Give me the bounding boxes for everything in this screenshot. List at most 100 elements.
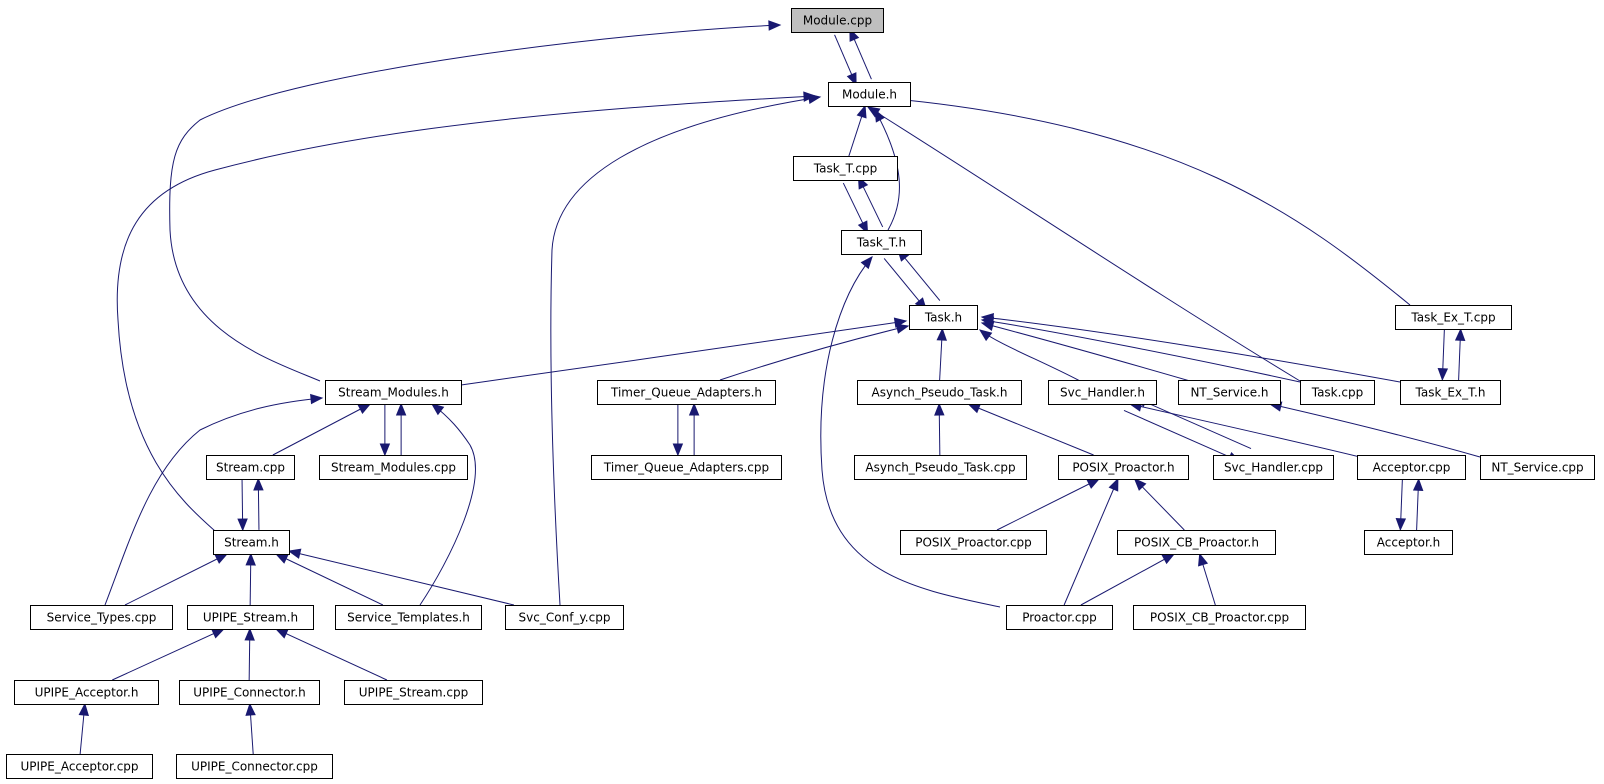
node-box[interactable] [1300, 380, 1375, 405]
edge-proactor-cpp-to-posix-cb-proactor-h-arrowhead [1161, 553, 1176, 565]
node-label: Asynch_Pseudo_Task.h [872, 386, 1008, 400]
node-module-cpp[interactable]: Module.cpp [791, 8, 884, 33]
node-box[interactable] [854, 455, 1027, 480]
edge-upipe-stream-cpp-to-upipe-stream-h-arrowhead [274, 628, 289, 639]
node-box[interactable] [1400, 380, 1501, 405]
node-timer-queue-adapters-h[interactable]: Timer_Queue_Adapters.h [597, 380, 776, 405]
node-label: NT_Service.h [1190, 386, 1268, 400]
node-label: Module.cpp [803, 14, 872, 28]
node-label: Svc_Conf_y.cpp [519, 611, 611, 625]
node-upipe-stream-cpp[interactable]: UPIPE_Stream.cpp [344, 680, 483, 705]
node-box[interactable] [319, 455, 468, 480]
node-box[interactable] [591, 455, 782, 480]
node-box[interactable] [793, 156, 898, 181]
node-task-h[interactable]: Task.h [909, 305, 978, 330]
node-box[interactable] [505, 605, 624, 630]
node-box[interactable] [791, 8, 884, 33]
node-box[interactable] [176, 754, 333, 779]
node-label: Task_Ex_T.cpp [1410, 311, 1495, 325]
edge-timer-queue-adapters-h-to-task-h [719, 325, 909, 381]
edge-upipe-acceptor-h-to-upipe-stream-h-arrowhead [211, 628, 225, 639]
edge-svc-conf-y-cpp-to-stream-h [288, 550, 515, 606]
node-posix-cb-proactor-h[interactable]: POSIX_CB_Proactor.h [1117, 530, 1276, 555]
node-task-ex-t-cpp[interactable]: Task_Ex_T.cpp [1395, 305, 1512, 330]
node-box[interactable] [206, 455, 295, 480]
node-svc-handler-cpp[interactable]: Svc_Handler.cpp [1213, 455, 1334, 480]
node-box[interactable] [1117, 530, 1276, 555]
node-posix-proactor-h[interactable]: POSIX_Proactor.h [1058, 455, 1189, 480]
node-box[interactable] [6, 754, 153, 779]
node-task-cpp[interactable]: Task.cpp [1300, 380, 1375, 405]
node-box[interactable] [30, 605, 173, 630]
node-box[interactable] [828, 82, 911, 107]
node-task-t-h[interactable]: Task_T.h [841, 230, 922, 255]
node-box[interactable] [1395, 305, 1512, 330]
node-upipe-acceptor-cpp[interactable]: UPIPE_Acceptor.cpp [6, 754, 153, 779]
node-upipe-stream-h[interactable]: UPIPE_Stream.h [187, 605, 314, 630]
node-box[interactable] [213, 530, 290, 555]
edge-task-ex-t-cpp-to-task-ex-t-h-arrowhead [1437, 368, 1449, 382]
edge-stream-modules-cpp-to-stream-modules-h-arrowhead [395, 402, 407, 416]
node-service-types-cpp[interactable]: Service_Types.cpp [30, 605, 173, 630]
node-svc-conf-y-cpp[interactable]: Svc_Conf_y.cpp [505, 605, 624, 630]
node-box[interactable] [1048, 380, 1157, 405]
node-proactor-cpp[interactable]: Proactor.cpp [1006, 605, 1113, 630]
edge-acceptor-cpp-to-svc-handler-h [1129, 403, 1361, 458]
node-box[interactable] [344, 680, 483, 705]
node-box[interactable] [179, 680, 320, 705]
node-stream-modules-h[interactable]: Stream_Modules.h [325, 380, 462, 405]
node-upipe-acceptor-h[interactable]: UPIPE_Acceptor.h [14, 680, 159, 705]
edge-acceptor-h-to-acceptor-cpp-arrowhead [1412, 477, 1424, 491]
edge-acceptor-cpp-to-acceptor-h-arrowhead [1395, 518, 1407, 532]
node-box[interactable] [1357, 455, 1466, 480]
node-box[interactable] [325, 380, 462, 405]
node-label: UPIPE_Stream.h [203, 611, 298, 625]
node-box[interactable] [1133, 605, 1306, 630]
node-task-t-cpp[interactable]: Task_T.cpp [793, 156, 898, 181]
node-upipe-connector-cpp[interactable]: UPIPE_Connector.cpp [176, 754, 333, 779]
node-label: POSIX_CB_Proactor.h [1134, 536, 1259, 550]
node-stream-cpp[interactable]: Stream.cpp [206, 455, 295, 480]
node-upipe-connector-h[interactable]: UPIPE_Connector.h [179, 680, 320, 705]
edge-stream-modules-h-to-stream-modules-cpp-arrowhead [379, 443, 391, 457]
node-label: Service_Templates.h [347, 611, 470, 625]
node-box[interactable] [1213, 455, 1334, 480]
node-asynch-pseudo-task-h[interactable]: Asynch_Pseudo_Task.h [857, 380, 1022, 405]
node-service-templates-h[interactable]: Service_Templates.h [335, 605, 482, 630]
node-box[interactable] [1480, 455, 1595, 480]
node-stream-h[interactable]: Stream.h [213, 530, 290, 555]
node-box[interactable] [900, 530, 1047, 555]
node-task-ex-t-h[interactable]: Task_Ex_T.h [1400, 380, 1501, 405]
node-box[interactable] [187, 605, 314, 630]
edge-service-types-cpp-to-stream-h [124, 553, 228, 606]
node-asynch-pseudo-task-cpp[interactable]: Asynch_Pseudo_Task.cpp [854, 455, 1027, 480]
node-box[interactable] [1006, 605, 1113, 630]
node-stream-modules-cpp[interactable]: Stream_Modules.cpp [319, 455, 468, 480]
edge-stream-modules-h-to-module-cpp [169, 24, 781, 382]
edge-upipe-acceptor-cpp-to-upipe-acceptor-h-arrowhead [78, 702, 90, 716]
node-nt-service-h[interactable]: NT_Service.h [1178, 380, 1281, 405]
node-box[interactable] [909, 305, 978, 330]
node-acceptor-h[interactable]: Acceptor.h [1364, 530, 1453, 555]
node-box[interactable] [1364, 530, 1453, 555]
node-posix-cb-proactor-cpp[interactable]: POSIX_CB_Proactor.cpp [1133, 605, 1306, 630]
node-box[interactable] [335, 605, 482, 630]
edge-proactor-cpp-to-task-t-h-arrowhead [860, 255, 873, 270]
node-box[interactable] [597, 380, 776, 405]
node-box[interactable] [14, 680, 159, 705]
node-acceptor-cpp[interactable]: Acceptor.cpp [1357, 455, 1466, 480]
node-label: POSIX_CB_Proactor.cpp [1150, 611, 1289, 625]
node-posix-proactor-cpp[interactable]: POSIX_Proactor.cpp [900, 530, 1047, 555]
edge-svc-handler-h-to-task-h [979, 329, 1081, 382]
node-box[interactable] [1178, 380, 1281, 405]
edge-asynch-pseudo-task-h-to-task-h-arrowhead [936, 327, 947, 341]
edge-proactor-cpp-to-posix-proactor-h [1063, 478, 1119, 606]
node-timer-queue-adapters-cpp[interactable]: Timer_Queue_Adapters.cpp [591, 455, 782, 480]
node-box[interactable] [841, 230, 922, 255]
node-box[interactable] [857, 380, 1022, 405]
node-svc-handler-h[interactable]: Svc_Handler.h [1048, 380, 1157, 405]
node-module-h[interactable]: Module.h [828, 82, 911, 107]
edge-service-templates-h-to-stream-modules-h-arrowhead [430, 403, 445, 416]
node-nt-service-cpp[interactable]: NT_Service.cpp [1480, 455, 1595, 480]
node-box[interactable] [1058, 455, 1189, 480]
